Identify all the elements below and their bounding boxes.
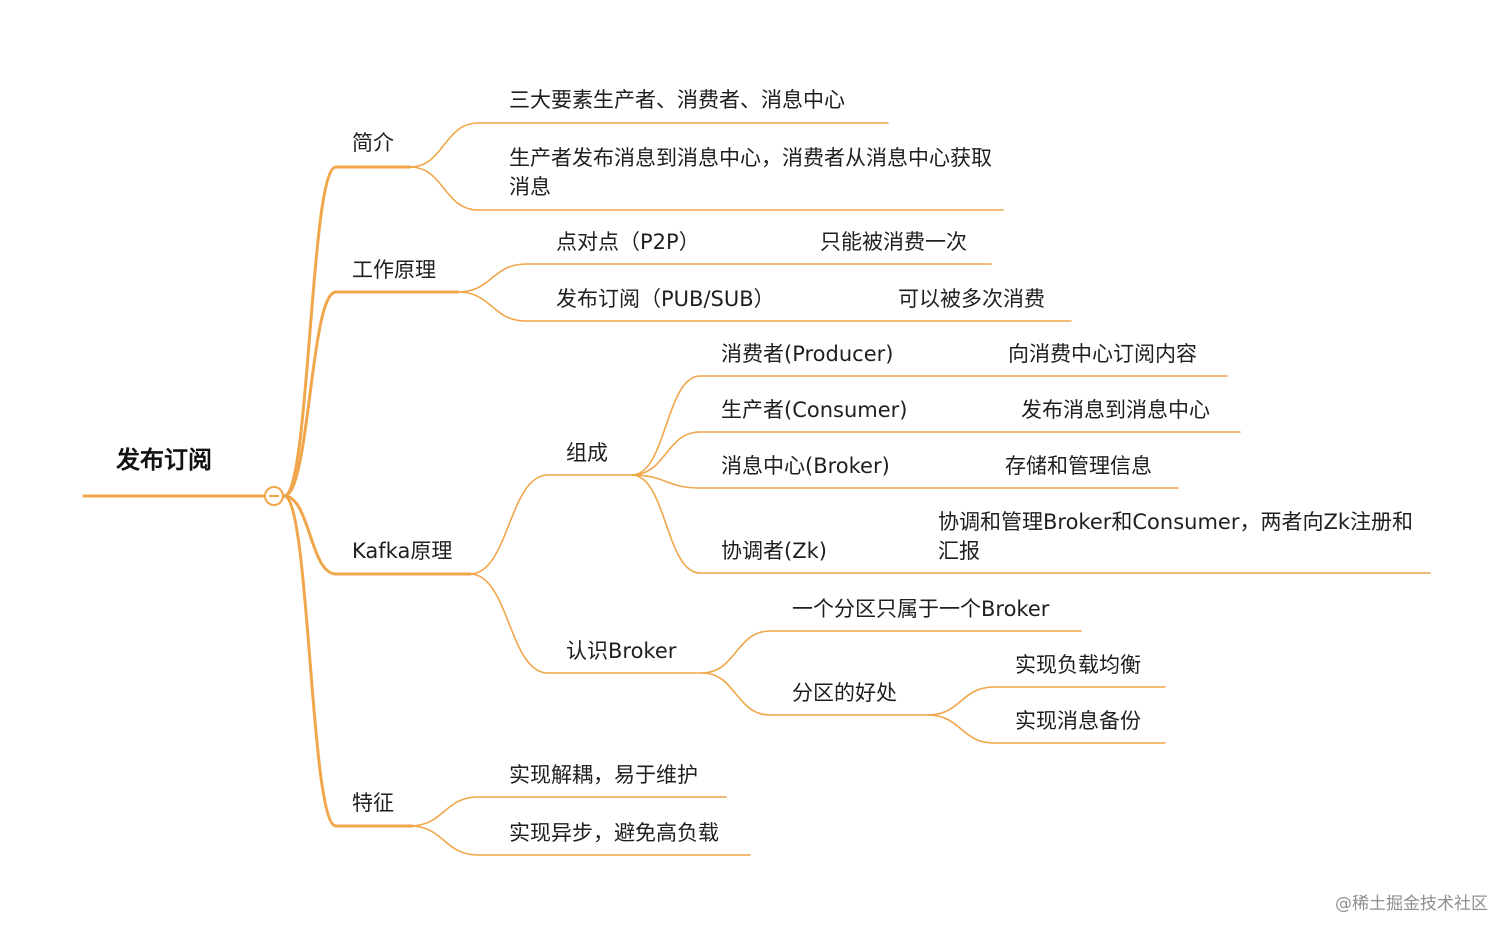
connector-features-1: [409, 825, 479, 856]
connector-principle: [282, 290, 338, 498]
watermark: @稀土掘金技术社区: [1335, 894, 1488, 914]
branch-kafka[interactable]: Kafka原理: [352, 539, 453, 563]
kafka-composition[interactable]: 组成: [566, 441, 608, 465]
connector-principle-0: [457, 263, 527, 293]
connector-intro: [282, 165, 338, 498]
connector-benefit-0: [927, 686, 995, 716]
connector-benefits: [701, 672, 771, 716]
broker-partition-benefits[interactable]: 分区的好处: [792, 681, 897, 705]
principle-p2p-note[interactable]: 只能被消费一次: [820, 230, 967, 254]
intro-item-flow[interactable]: 生产者发布消息到消息中心，消费者从消息中心获取消息: [509, 146, 992, 199]
kafka-broker[interactable]: 认识Broker: [566, 639, 677, 663]
branch-features[interactable]: 特征: [352, 791, 394, 815]
composition-consumer[interactable]: 生产者(Consumer): [721, 398, 908, 422]
branch-principle[interactable]: 工作原理: [352, 258, 436, 282]
connector-composition-2: [631, 474, 701, 489]
connector-intro-0: [409, 122, 479, 168]
connector-composition-1: [631, 431, 701, 476]
benefit-load-balance[interactable]: 实现负载均衡: [1015, 653, 1141, 677]
collapse-toggle-icon[interactable]: [264, 486, 284, 506]
connector-kafka: [282, 494, 338, 576]
connector-composition-3: [631, 474, 701, 574]
connector-features: [282, 494, 338, 828]
composition-broker-note[interactable]: 存储和管理信息: [1005, 454, 1152, 478]
broker-partition-owner[interactable]: 一个分区只属于一个Broker: [792, 597, 1050, 621]
intro-item-elements[interactable]: 三大要素生产者、消费者、消息中心: [509, 88, 845, 112]
composition-zk[interactable]: 协调者(Zk): [721, 539, 827, 563]
connector-composition: [469, 474, 549, 575]
composition-broker[interactable]: 消息中心(Broker): [721, 454, 890, 478]
principle-p2p[interactable]: 点对点（P2P）: [556, 230, 700, 254]
benefit-backup[interactable]: 实现消息备份: [1015, 709, 1141, 733]
composition-producer[interactable]: 消费者(Producer): [721, 342, 894, 366]
connector-broker-0: [701, 630, 771, 674]
connector-principle-1: [457, 291, 527, 322]
feature-async[interactable]: 实现异步，避免高负载: [509, 821, 719, 845]
connector-composition-0: [631, 375, 701, 476]
principle-pubsub[interactable]: 发布订阅（PUB/SUB）: [556, 287, 775, 311]
connector-benefit-1: [927, 714, 995, 744]
branch-intro[interactable]: 简介: [352, 131, 394, 155]
root-topic[interactable]: 发布订阅: [116, 446, 212, 474]
connector-intro-1: [409, 166, 479, 211]
connector-features-0: [409, 796, 479, 827]
composition-producer-note[interactable]: 向消费中心订阅内容: [1008, 342, 1197, 366]
principle-pubsub-note[interactable]: 可以被多次消费: [898, 287, 1045, 311]
connector-broker: [469, 573, 549, 674]
feature-decoupling[interactable]: 实现解耦，易于维护: [509, 763, 698, 787]
composition-zk-note[interactable]: 协调和管理Broker和Consumer，两者向Zk注册和汇报: [938, 510, 1414, 563]
composition-consumer-note[interactable]: 发布消息到消息中心: [1021, 398, 1210, 422]
